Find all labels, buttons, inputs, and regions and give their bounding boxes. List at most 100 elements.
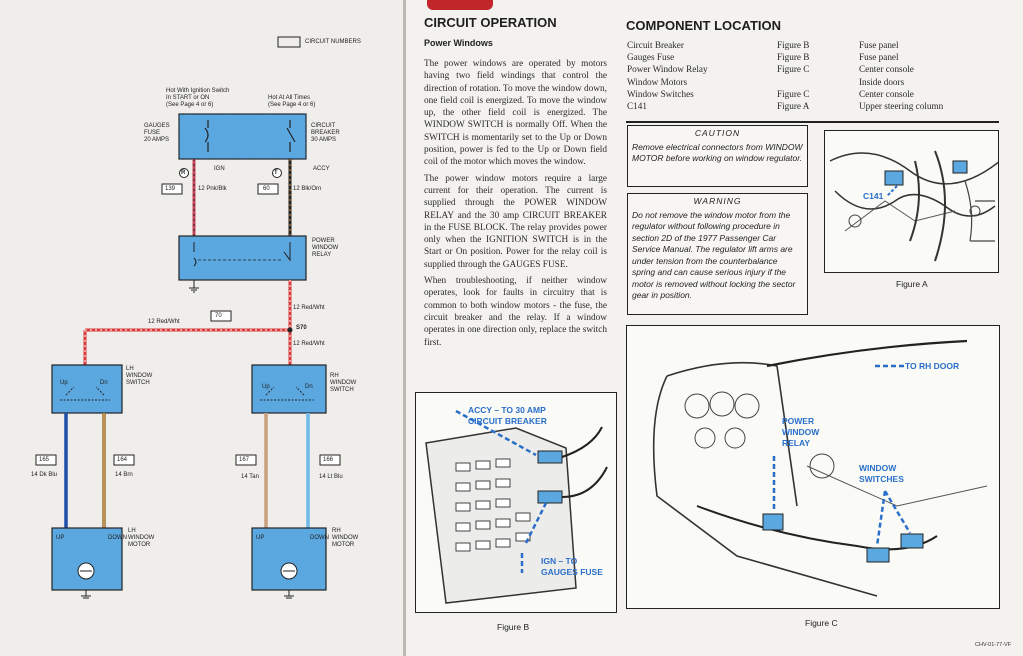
circuit-numbers-legend: CIRCUIT NUMBERS xyxy=(305,39,361,45)
splice-s70-label: S70 xyxy=(296,325,307,331)
wire-pnk-blk-label: 12 Pnk/Blk xyxy=(198,186,227,192)
gauges-fuse-label-1: GAUGES xyxy=(144,123,170,129)
relay-part xyxy=(762,513,784,531)
lh-switch-label-1: LH xyxy=(126,366,134,372)
red-tab xyxy=(427,0,493,10)
wire-blk-orn-label: 12 Blk/Orn xyxy=(293,186,322,192)
lh-switch-label-3: SWITCH xyxy=(126,380,150,386)
rh-window-switch xyxy=(251,364,327,414)
legend-box xyxy=(277,36,301,48)
lh-motor-label-1: LH xyxy=(128,528,136,534)
rh-up-label: Up xyxy=(262,384,270,390)
circuit-box-165 xyxy=(35,454,57,466)
terminal-t xyxy=(272,168,282,178)
warning-box: WARNING Do not remove the window motor f… xyxy=(627,193,808,315)
rh-motor-down-label: DOWN xyxy=(310,535,329,541)
switch-part-1 xyxy=(866,547,890,563)
gauges-fuse-label-3: 20 AMPS xyxy=(144,137,170,143)
figure-c: TO RH DOOR POWER WINDOW RELAY WINDOW SWI… xyxy=(626,325,1000,609)
fuse-block xyxy=(178,113,307,160)
circuit-165-label: 165 xyxy=(39,457,50,463)
caution-title: CAUTION xyxy=(694,128,741,138)
relay-label-3: RELAY xyxy=(312,252,332,258)
wire-165-label: 14 Dk Blu xyxy=(31,472,58,478)
switch-part-2 xyxy=(900,533,924,549)
hot-all-label-1: Hot At All Times xyxy=(268,95,311,101)
circuit-139-label: 139 xyxy=(165,186,176,192)
terminal-t-label: T xyxy=(274,170,278,176)
breaker-label-3: 30 AMPS xyxy=(311,137,337,143)
figure-c-relay-callout: POWER WINDOW RELAY xyxy=(782,416,820,448)
paragraph-3: When troubleshooting, if neither window … xyxy=(424,276,607,348)
hot-all-label-2: (See Page 4 or 6) xyxy=(268,102,316,108)
figure-b: ACCY – TO 30 AMP CIRCUIT BREAKER IGN – T… xyxy=(415,392,617,613)
figure-c-illustration xyxy=(652,339,988,597)
rh-motor-label-3: MOTOR xyxy=(332,542,355,548)
circuit-box-166 xyxy=(319,454,341,466)
wire-red-wht-label-c: 12 Red/Wht xyxy=(293,341,325,347)
wire-164-label: 14 Brn xyxy=(115,472,133,478)
rh-window-motor xyxy=(251,527,327,591)
rh-switch-label-2: WINDOW xyxy=(330,380,357,386)
splice-s70 xyxy=(287,327,293,333)
component-location-title: COMPONENT LOCATION xyxy=(626,18,782,33)
wire-166-label: 14 Lt Blu xyxy=(319,474,343,480)
gauges-fuse-label-2: FUSE xyxy=(144,130,161,136)
paragraph-2: The power window motors require a large … xyxy=(424,173,607,270)
circuit-operation-title: CIRCUIT OPERATION xyxy=(424,15,557,30)
rh-motor-label-1: RH xyxy=(332,528,341,534)
terminal-ign-label: IGN xyxy=(214,166,225,172)
rh-motor-label-2: WINDOW xyxy=(332,535,359,541)
figure-c-rh-door-callout: TO RH DOOR xyxy=(905,361,960,371)
terminal-r-label: R xyxy=(181,170,186,176)
page-code: CHV-01-77-VF xyxy=(975,642,1012,648)
caution-text: Remove electrical connectors from WINDOW… xyxy=(632,141,803,164)
figure-b-caption: Figure B xyxy=(497,622,530,632)
lh-window-motor xyxy=(51,527,123,591)
relay-label-1: POWER xyxy=(312,238,335,244)
circuit-box-70 xyxy=(210,310,232,322)
figure-a-illustration xyxy=(829,150,998,262)
hot-ign-label-2: In START or ON xyxy=(166,95,210,101)
terminal-r xyxy=(179,168,189,178)
lh-motor-down-label: DOWN xyxy=(108,535,127,541)
lh-window-switch xyxy=(51,364,123,414)
section-rule xyxy=(626,121,999,123)
figure-b-illustration xyxy=(425,409,608,604)
circuit-box-60 xyxy=(257,183,279,195)
figure-c-caption: Figure C xyxy=(805,618,838,628)
circuit-167-label: 167 xyxy=(239,457,250,463)
lh-motor-label-2: WINDOW xyxy=(128,535,155,541)
hot-ign-label-1: Hot With Ignition Switch xyxy=(166,88,230,94)
breaker-label-2: BREAKER xyxy=(311,130,340,136)
power-window-relay xyxy=(178,235,307,281)
circuit-box-167 xyxy=(235,454,257,466)
figure-a-callout: C141 xyxy=(863,191,884,201)
circuit-164-label: 164 xyxy=(117,457,128,463)
circuit-166-label: 166 xyxy=(323,457,334,463)
rh-dn-label: Dn xyxy=(305,384,313,390)
wiring-schematic xyxy=(35,36,341,599)
circuit-box-164 xyxy=(113,454,135,466)
warning-text: Do not remove the window motor from the … xyxy=(632,209,796,301)
figure-b-accy-callout: ACCY – TO 30 AMP CIRCUIT BREAKER xyxy=(468,405,547,426)
breaker-label-1: CIRCUIT xyxy=(311,123,336,129)
page-spine xyxy=(403,0,406,656)
circuit-60-label: 60 xyxy=(263,186,270,192)
rh-switch-label-3: SWITCH xyxy=(330,387,354,393)
circuit-operation-body: The power windows are operated by motors… xyxy=(424,58,607,353)
rh-motor-up-label: UP xyxy=(256,535,265,541)
wire-167-label: 14 Tan xyxy=(241,474,259,480)
ign-connector xyxy=(537,490,563,504)
terminal-accy-label: ACCY xyxy=(313,166,330,172)
figure-c-switches-callout: WINDOW SWITCHES xyxy=(859,463,904,484)
figure-a-caption: Figure A xyxy=(896,279,928,289)
warning-title: WARNING xyxy=(693,196,742,206)
